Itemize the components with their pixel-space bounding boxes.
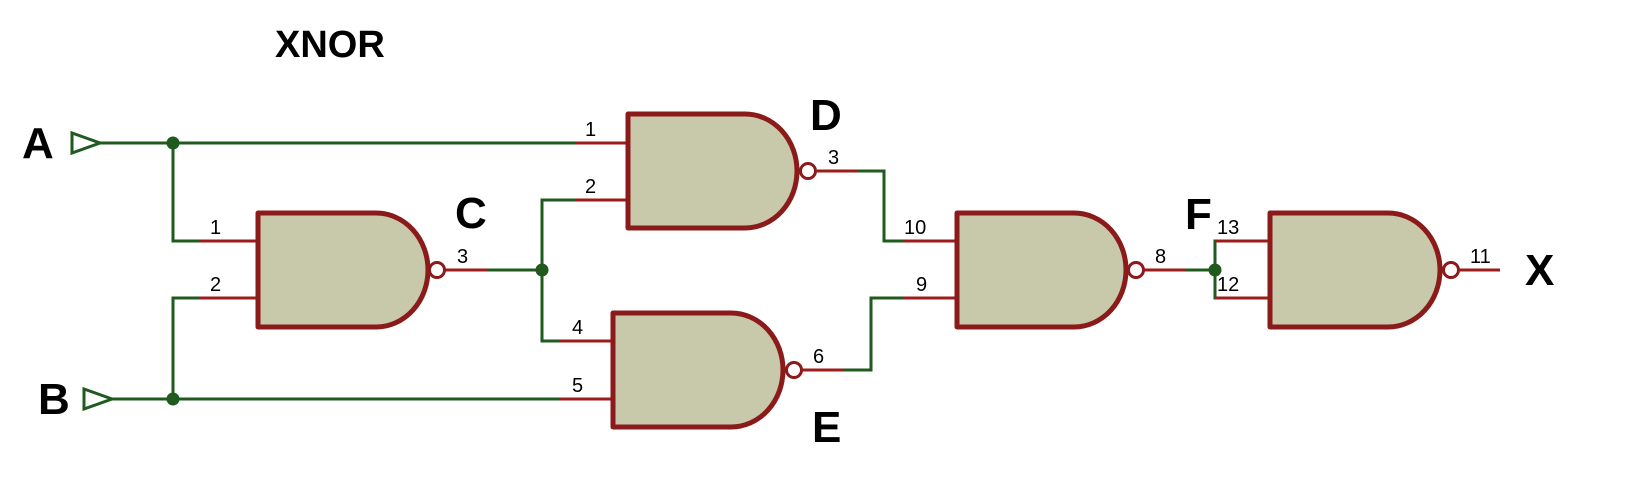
junction-a	[166, 136, 180, 150]
node-d-label: D	[810, 91, 842, 140]
gate-f-body	[954, 210, 1129, 330]
wire-c-bus	[540, 198, 562, 343]
input-a-port-icon[interactable]	[70, 130, 105, 156]
input-a-label: A	[22, 119, 54, 168]
gate-x-body	[1267, 210, 1443, 330]
gate-f-pins	[904, 239, 1185, 300]
gate-x-pin-in2: 12	[1217, 274, 1239, 296]
node-c-label: C	[455, 189, 487, 238]
input-b-port-icon[interactable]	[82, 386, 117, 412]
gate-x[interactable]	[1267, 210, 1460, 330]
gate-e-pin-out: 6	[813, 346, 824, 368]
gate-c-pin-in2: 2	[210, 274, 221, 296]
gate-x-pin-out: 11	[1470, 246, 1491, 268]
gate-e-inversion-bubble	[785, 361, 803, 379]
gate-c[interactable]	[255, 210, 446, 330]
gate-d-pin-in1: 1	[585, 119, 596, 141]
wire-e-to-gate-f	[841, 296, 906, 372]
wire-b-to-gate-c	[171, 296, 202, 401]
gate-c-inversion-bubble	[428, 261, 446, 279]
gate-f-pin-in2: 9	[916, 274, 927, 296]
gate-d[interactable]	[625, 111, 817, 231]
wire-d-to-gate-f	[856, 169, 906, 243]
gate-e-pin-in2: 5	[572, 375, 583, 397]
junction-f	[1208, 263, 1222, 277]
wire-a-to-gate-c	[171, 141, 202, 243]
gate-d-inversion-bubble	[799, 162, 817, 180]
gate-d-pins	[575, 141, 858, 202]
gate-d-pin-out: 3	[828, 147, 839, 169]
gate-x-inversion-bubble	[1442, 261, 1460, 279]
input-b-label: B	[38, 375, 70, 424]
gate-c-pin-in1: 1	[210, 217, 221, 239]
wires	[98, 141, 1217, 401]
gate-e-body	[610, 310, 786, 430]
node-e-label: E	[812, 403, 841, 452]
gate-f-pin-in1: 10	[904, 217, 926, 239]
gate-e-pin-in1: 4	[572, 317, 583, 339]
gate-c-pin-out: 3	[457, 246, 468, 268]
gate-c-pins	[200, 239, 488, 300]
junction-c	[535, 263, 549, 277]
pin-wires	[200, 141, 1500, 401]
gate-x-pins	[1215, 239, 1500, 300]
gate-d-pin-in2: 2	[585, 176, 596, 198]
gate-x-pin-in1: 13	[1217, 217, 1239, 239]
node-f-label: F	[1185, 190, 1212, 239]
gate-f[interactable]	[954, 210, 1145, 330]
diagram-title: XNOR	[275, 24, 385, 66]
gate-f-pin-out: 8	[1155, 246, 1166, 268]
output-x-label: X	[1525, 246, 1554, 295]
gate-e-pins	[560, 339, 843, 401]
gate-e[interactable]	[610, 310, 803, 430]
gate-d-body	[625, 111, 800, 231]
junction-b	[166, 392, 180, 406]
gate-f-inversion-bubble	[1127, 261, 1145, 279]
gate-c-body	[255, 210, 431, 330]
